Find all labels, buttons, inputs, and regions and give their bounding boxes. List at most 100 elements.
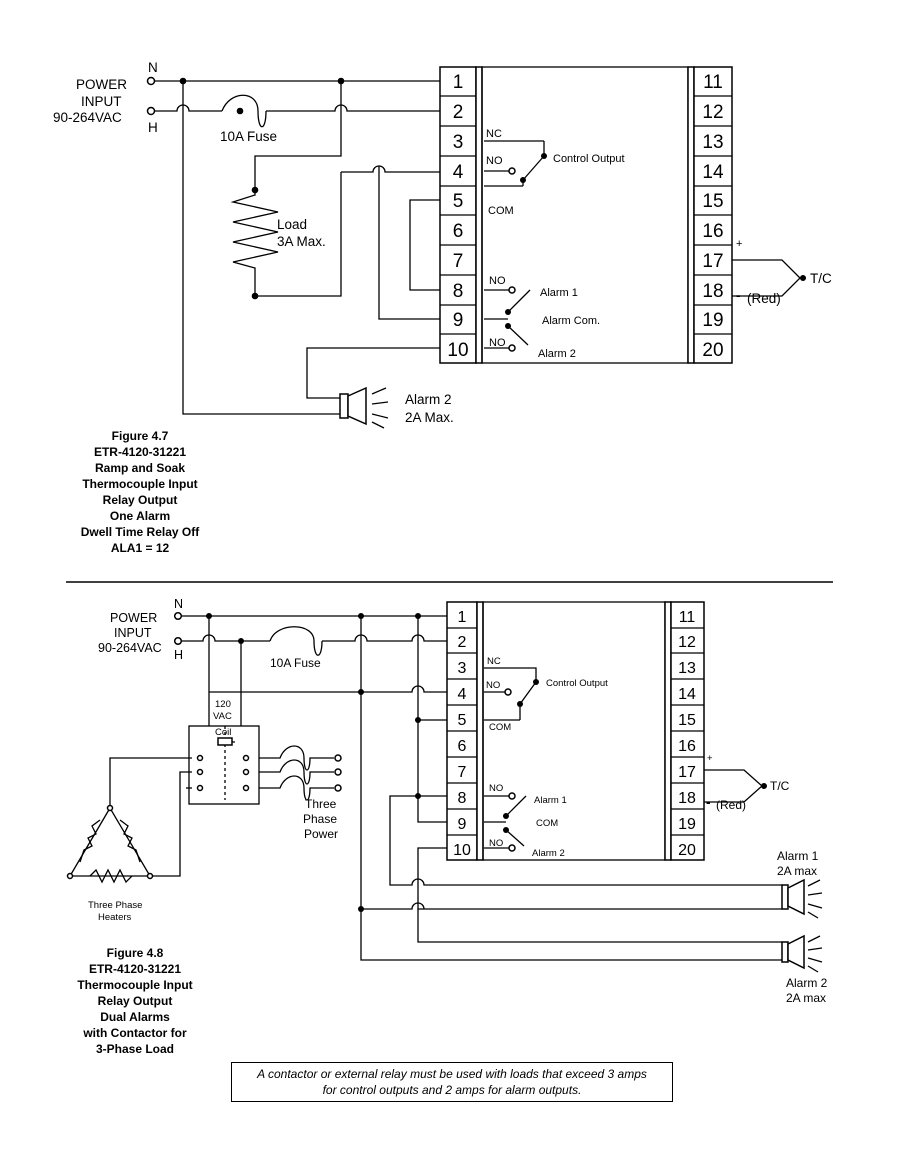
terminal-12: 12 <box>678 634 696 651</box>
terminal-15: 15 <box>678 712 696 729</box>
tc-red-label: (Red) <box>747 291 781 306</box>
figure-4-8-caption: Figure 4.8 ETR-4120-31221 Thermocouple I… <box>77 946 192 1056</box>
terminal-20: 20 <box>702 340 723 361</box>
terminal-10: 10 <box>453 842 471 859</box>
power-input-voltage: 90-264VAC <box>98 641 162 655</box>
alarm2-horn-icon <box>339 386 389 429</box>
no-label: NO <box>486 680 500 691</box>
hot-label: H <box>174 648 183 662</box>
alarm2-device-label: Alarm 2 <box>405 392 452 407</box>
left-terminal-block: 1 2 3 4 5 6 7 8 9 10 <box>446 601 484 861</box>
svg-text:with Contactor for: with Contactor for <box>82 1026 187 1040</box>
svg-text:Dual Alarms: Dual Alarms <box>100 1010 170 1024</box>
fuse-label: 10A Fuse <box>220 129 277 144</box>
three-phase-power-label: Phase <box>303 812 337 826</box>
note-line: A contactor or external relay must be us… <box>257 1067 647 1081</box>
alarm2-horn-icon <box>781 934 823 973</box>
terminal-12: 12 <box>702 102 723 123</box>
svg-text:Relay Output: Relay Output <box>103 493 178 507</box>
alarm1-no-label: NO <box>489 783 503 794</box>
tc-minus-label: - <box>736 288 741 303</box>
alarm1-label: Alarm 1 <box>540 287 578 299</box>
terminal-5: 5 <box>458 712 467 729</box>
terminal-11: 11 <box>703 72 723 93</box>
tc-plus-label: + <box>707 753 713 764</box>
svg-text:Dwell Time Relay Off: Dwell Time Relay Off <box>81 525 200 539</box>
load-rating-label: 3A Max. <box>277 234 326 249</box>
alarm2-no-label: NO <box>489 337 506 349</box>
svg-text:Relay Output: Relay Output <box>98 994 173 1008</box>
terminal-16: 16 <box>702 221 723 242</box>
power-input-label: INPUT <box>114 626 152 640</box>
terminal-9: 9 <box>453 310 464 331</box>
terminal-20: 20 <box>678 842 696 859</box>
hot-terminal <box>146 106 156 116</box>
svg-text:Figure 4.7: Figure 4.7 <box>112 429 169 443</box>
control-output-label: Control Output <box>553 153 625 165</box>
com-label: COM <box>488 205 514 217</box>
terminal-14: 14 <box>678 686 696 703</box>
terminal-18: 18 <box>702 281 723 302</box>
svg-text:3-Phase Load: 3-Phase Load <box>96 1042 174 1056</box>
heaters-label: Heaters <box>98 912 132 923</box>
svg-text:ETR-4120-31221: ETR-4120-31221 <box>94 445 186 459</box>
right-terminal-block: 11 12 13 14 15 16 17 18 19 20 <box>687 66 733 364</box>
terminal-2: 2 <box>453 102 464 123</box>
hot-label: H <box>148 120 158 135</box>
svg-text:One Alarm: One Alarm <box>110 509 170 523</box>
alarm1-device-rating: 2A max <box>777 864 817 878</box>
hot-terminal <box>173 636 183 646</box>
svg-text:Thermocouple Input: Thermocouple Input <box>77 978 192 992</box>
alarm1-no-label: NO <box>489 275 506 287</box>
nc-label: NC <box>487 656 501 667</box>
terminal-10: 10 <box>447 340 468 361</box>
terminal-19: 19 <box>678 816 696 833</box>
coil-label: VAC <box>213 711 232 722</box>
neutral-label: N <box>148 60 158 75</box>
svg-text:Thermocouple Input: Thermocouple Input <box>82 477 197 491</box>
alarm1-label: Alarm 1 <box>534 795 567 806</box>
figure-4-7-caption: Figure 4.7 ETR-4120-31221 Ramp and Soak … <box>81 429 200 555</box>
contactor-warning-note: A contactor or external relay must be us… <box>231 1062 673 1102</box>
terminal-8: 8 <box>458 790 467 807</box>
terminal-2: 2 <box>458 634 467 651</box>
heater-resistor <box>89 868 133 884</box>
terminal-11: 11 <box>679 609 696 626</box>
terminal-13: 13 <box>702 132 723 153</box>
terminal-5: 5 <box>453 191 464 212</box>
fuse-label: 10A Fuse <box>270 656 321 670</box>
terminal-6: 6 <box>453 221 464 242</box>
control-output-label: Control Output <box>546 678 608 689</box>
terminal-1: 1 <box>453 72 464 93</box>
coil-label: 120 <box>215 699 231 710</box>
terminal-1: 1 <box>458 609 467 626</box>
alarm2-label: Alarm 2 <box>538 348 576 360</box>
tc-red-label: (Red) <box>716 798 746 812</box>
terminal-7: 7 <box>453 251 464 272</box>
alarm2-device-label: Alarm 2 <box>786 976 828 990</box>
alarm2-label: Alarm 2 <box>532 848 565 859</box>
terminal-13: 13 <box>678 660 696 677</box>
contactor-coil-icon <box>217 737 233 746</box>
svg-text:Figure 4.8: Figure 4.8 <box>107 946 164 960</box>
terminal-17: 17 <box>702 251 723 272</box>
terminal-3: 3 <box>458 660 467 677</box>
alarm-com-label: Alarm Com. <box>542 315 600 327</box>
three-phase-power-label: Three <box>305 797 337 811</box>
note-line: for control outputs and 2 amps for alarm… <box>322 1083 582 1097</box>
heater-resistor <box>119 819 141 863</box>
terminal-4: 4 <box>458 686 467 703</box>
alarm2-device-rating: 2A Max. <box>405 410 454 425</box>
alarm1-horn-icon <box>781 878 823 919</box>
tc-label: T/C <box>810 271 832 286</box>
svg-text:ETR-4120-31221: ETR-4120-31221 <box>89 962 181 976</box>
heaters-label: Three Phase <box>88 900 142 911</box>
neutral-terminal <box>173 611 183 621</box>
terminal-6: 6 <box>458 738 467 755</box>
alarm1-device-label: Alarm 1 <box>777 849 819 863</box>
figure-4-8: 1 2 3 4 5 6 7 8 9 10 11 12 13 14 <box>66 597 828 1056</box>
right-terminal-block: 11 12 13 14 15 16 17 18 19 20 <box>664 601 705 861</box>
neutral-terminal <box>146 76 156 86</box>
terminal-15: 15 <box>702 191 723 212</box>
